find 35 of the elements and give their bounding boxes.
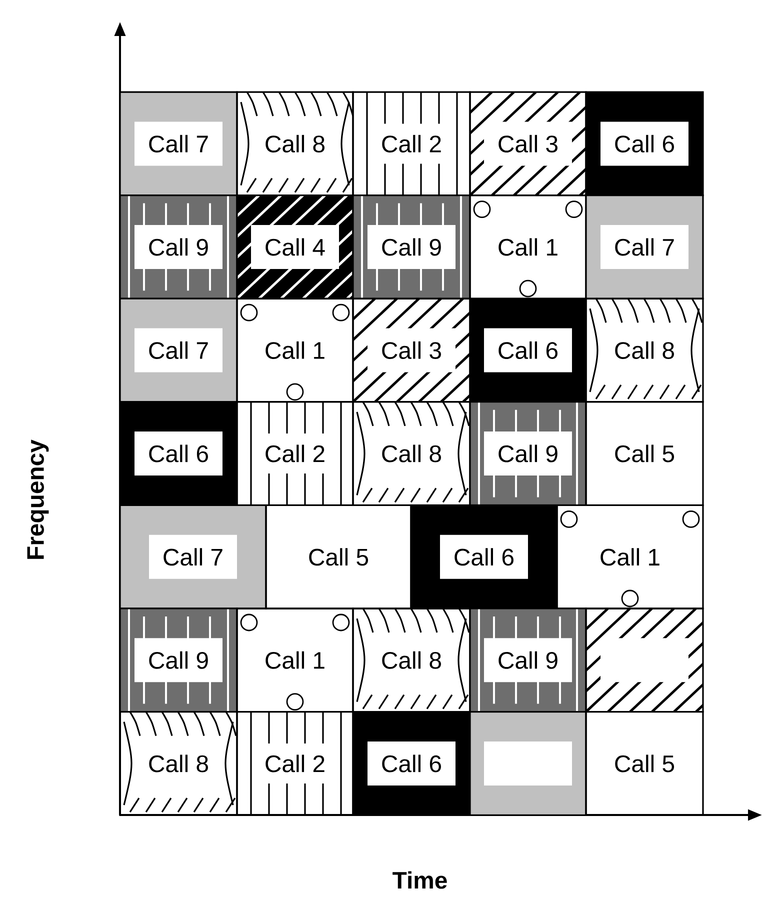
call-block: Call 4	[236, 194, 354, 300]
call-block: Call 5	[265, 504, 412, 610]
call-block: Call 1	[236, 608, 354, 713]
call-block: Call 7	[119, 504, 267, 610]
node-label: Call 6	[382, 754, 441, 772]
call-block: Call 6	[585, 91, 704, 196]
call-block: Call 5	[585, 401, 704, 506]
axis-label: Frequency	[27, 440, 49, 559]
call-block: Call 8	[352, 401, 471, 506]
call-block: Call 8	[352, 608, 471, 713]
call-block: Call 9	[469, 401, 587, 506]
call-block: Call 2	[236, 711, 354, 816]
call-block: Call 7	[119, 91, 238, 196]
call-block: Call 9	[352, 194, 471, 300]
call-block: Call 1	[236, 298, 354, 403]
call-block: Call 6	[410, 504, 558, 610]
call-block: Call 2	[352, 91, 471, 196]
call-block: Call 5	[585, 711, 704, 816]
call-block: Call 9	[119, 194, 238, 300]
call-block: Call 9	[469, 608, 587, 713]
call-block: Call 8	[585, 298, 704, 403]
call-block: Call 6	[119, 401, 238, 506]
node-label: Call 6	[149, 444, 208, 462]
call-block: Call 9	[119, 608, 238, 713]
call-block: Call 6	[469, 298, 587, 403]
call-block: Call 2	[236, 401, 354, 506]
call-block: Call 1	[469, 194, 587, 300]
node-label: Call 6	[498, 341, 558, 359]
call-block: Call 8	[119, 711, 238, 816]
axis-label: Time	[392, 871, 447, 889]
call-block: Call 8	[236, 91, 354, 196]
call-block: Call 1	[556, 504, 704, 610]
call-block: Call 6	[352, 711, 471, 816]
call-block: Call 7	[119, 298, 238, 403]
call-block: Call 7	[585, 194, 704, 300]
